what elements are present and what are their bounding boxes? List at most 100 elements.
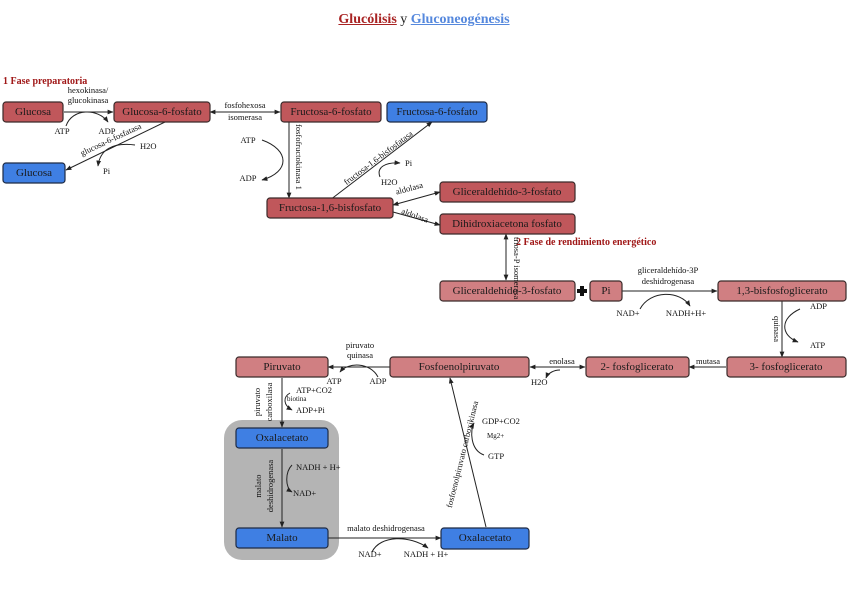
phase2-label: 2 Fase de rendimiento energético [516, 237, 656, 248]
cofactor-atp-pk: ATP [326, 376, 341, 386]
cofactor-adp-pfk: ADP [239, 173, 256, 183]
arrow-adp-atp-pk [339, 364, 379, 378]
enzyme-gapdh-2: deshidrogenasa [642, 276, 695, 286]
cofactor-atp-hk: ATP [54, 126, 69, 136]
svg-text:1,3-bisfosfoglicerato: 1,3-bisfosfoglicerato [736, 285, 828, 297]
node-3-fosfoglicerato[interactable]: 3- fosfoglicerato [726, 356, 847, 378]
svg-text:Glucosa: Glucosa [16, 167, 52, 179]
node-glucosa[interactable]: Glucosa [2, 101, 64, 123]
enzyme-pgk: quinasa [772, 316, 782, 342]
node-2-fosfoglicerato[interactable]: 2- fosfoglicerato [585, 356, 690, 378]
node-malato[interactable]: Malato [235, 527, 329, 549]
enzyme-mutase: mutasa [696, 356, 720, 366]
enzyme-pepck: fosfoenolpiruvato carboxikinasa [444, 400, 480, 509]
cofactor-mg: Mg2+ [487, 432, 504, 440]
node-oxalacetato-mito[interactable]: Oxalacetato [235, 427, 329, 449]
svg-text:Fructosa-1,6-bisfosfato: Fructosa-1,6-bisfosfato [279, 202, 382, 214]
enzyme-pk-1: piruvato [346, 340, 374, 350]
node-fosfoenolpiruvato[interactable]: Fosfoenolpiruvato [389, 356, 530, 378]
enzyme-aldolase-1: aldolasa [394, 180, 424, 197]
arrow-atp-adp-pfk [261, 139, 284, 181]
arrow-nadh-nad-mito [286, 464, 293, 493]
title-conjunction: y [396, 12, 411, 27]
svg-text:3- fosfoglicerato: 3- fosfoglicerato [750, 361, 823, 373]
cofactor-pi-g6pase: Pi [103, 166, 111, 176]
plus-icon [577, 286, 587, 296]
arrow-aldolase-gap [392, 191, 441, 206]
cofactor-atp-pgk: ATP [810, 340, 825, 350]
cofactor-nad-gapdh: NAD+ [616, 308, 639, 318]
node-dihidroxiacetona-fosfato[interactable]: Dihidroxiacetona fosfato [439, 213, 576, 235]
svg-text:Fosfoenolpiruvato: Fosfoenolpiruvato [419, 361, 500, 373]
enzyme-pc-1: piruvato [252, 388, 262, 416]
arrow-gtp-gdp [469, 422, 485, 456]
node-glucosa-6-fosfato[interactable]: Glucosa-6-fosfato [113, 101, 211, 123]
svg-text:Dihidroxiacetona fosfato: Dihidroxiacetona fosfato [452, 218, 562, 230]
cofactor-h2o-enolase: H2O [531, 377, 548, 387]
cofactor-nad-cyto: NAD+ [358, 549, 381, 559]
svg-text:Oxalacetato: Oxalacetato [459, 532, 512, 544]
cofactor-adp-hk: ADP [98, 126, 115, 136]
svg-text:2- fosfoglicerato: 2- fosfoglicerato [601, 361, 674, 373]
diagram-title: Glucólisis y Gluconeogénesis [0, 12, 848, 28]
cofactor-adp-pk: ADP [369, 376, 386, 386]
svg-text:Gliceraldehído-3-fosfato: Gliceraldehído-3-fosfato [453, 186, 562, 198]
cofactor-adp-pgk: ADP [810, 301, 827, 311]
cofactor-gdp-co2: GDP+CO2 [482, 416, 520, 426]
svg-text:Piruvato: Piruvato [263, 361, 301, 373]
node-glucosa-gng[interactable]: Glucosa [2, 162, 66, 184]
node-piruvato[interactable]: Piruvato [235, 356, 329, 378]
enzyme-tpi: triosa-P isomerasa [512, 237, 522, 299]
enzyme-hexokinase-2: glucokinasa [68, 95, 109, 105]
svg-text:Glucosa: Glucosa [15, 106, 51, 118]
title-gluconeogenesis-link[interactable]: Gluconeogénesis [410, 12, 510, 27]
node-oxalacetato[interactable]: Oxalacetato [440, 527, 530, 550]
enzyme-mdh-mito-2: deshidrogenasa [265, 460, 275, 513]
cofactor-gtp: GTP [488, 451, 504, 461]
enzyme-enolase: enolasa [549, 356, 575, 366]
svg-text:Malato: Malato [266, 532, 298, 544]
title-glycolysis-link[interactable]: Glucólisis [338, 12, 397, 27]
cofactor-nadh-cyto: NADH + H+ [404, 549, 449, 559]
phase1-label: 1 Fase preparatoria [3, 76, 87, 87]
node-1-3-bisfosfoglicerato[interactable]: 1,3-bisfosfoglicerato [717, 280, 847, 302]
arrow-nad-nadh-cyto [371, 538, 429, 553]
enzyme-pfk: fosfofructokinasa 1 [294, 124, 304, 190]
enzyme-pgi-1: fosfohexosa [224, 100, 265, 110]
arrow-h2o-pi-g6pase [96, 143, 136, 167]
enzyme-gapdh-1: gliceraldehído-3P [638, 265, 699, 275]
cofactor-adp-pi-pc: ADP+Pi [296, 405, 326, 415]
arrow-nad-nadh [639, 293, 691, 310]
node-pi[interactable]: Pi [589, 280, 623, 302]
cofactor-nadh-gapdh: NADH+H+ [666, 308, 706, 318]
enzyme-fbpase: fructosa-1,6-bisfosfatasa [342, 128, 415, 187]
svg-text:Pi: Pi [601, 285, 610, 297]
arrow-atp-adp-pc [284, 392, 293, 411]
cofactor-nadh-mito: NADH + H+ [296, 462, 341, 472]
node-gliceraldehido-3-fosfato[interactable]: Gliceraldehído-3-fosfato [439, 280, 576, 302]
enzyme-pk-2: quinasa [347, 350, 373, 360]
enzyme-mdh-cyto: malato deshidrogenasa [347, 523, 425, 533]
node-gliceraldehido-3-fosfato-top[interactable]: Gliceraldehído-3-fosfato [439, 181, 576, 203]
enzyme-hexokinase-1: hexokinasa/ [68, 85, 109, 95]
svg-text:Oxalacetato: Oxalacetato [256, 432, 309, 444]
svg-text:Glucosa-6-fosfato: Glucosa-6-fosfato [122, 106, 202, 118]
enzyme-pgi-2: isomerasa [228, 112, 262, 122]
svg-text:Gliceraldehído-3-fosfato: Gliceraldehído-3-fosfato [453, 285, 562, 297]
svg-text:Fructosa-6-fosfato: Fructosa-6-fosfato [396, 106, 478, 118]
cofactor-h2o-g6pase: H2O [140, 141, 157, 151]
enzyme-aldolase-2: aldolasa [400, 206, 430, 225]
node-fructosa-1-6-bisfosfato[interactable]: Fructosa-1,6-bisfosfato [266, 197, 394, 219]
enzyme-mdh-mito-1: malato [253, 474, 263, 497]
node-fructosa-6-fosfato[interactable]: Fructosa-6-fosfato [280, 101, 382, 123]
node-fructosa-6-fosfato-gng[interactable]: Fructosa-6-fosfato [386, 101, 488, 123]
cofactor-atp-co2-pc: ATP+CO2 [296, 385, 332, 395]
cofactor-nad-mito: NAD+ [293, 488, 316, 498]
arrow-h2o-enolase [545, 369, 561, 379]
cofactor-atp-pfk: ATP [240, 135, 255, 145]
enzyme-pc-2: carboxilasa [264, 382, 274, 421]
arrow-adp-atp-pgk [784, 308, 801, 343]
arrow-h2o-pi-fbpase [378, 160, 401, 178]
arrow-pepck [448, 377, 487, 528]
